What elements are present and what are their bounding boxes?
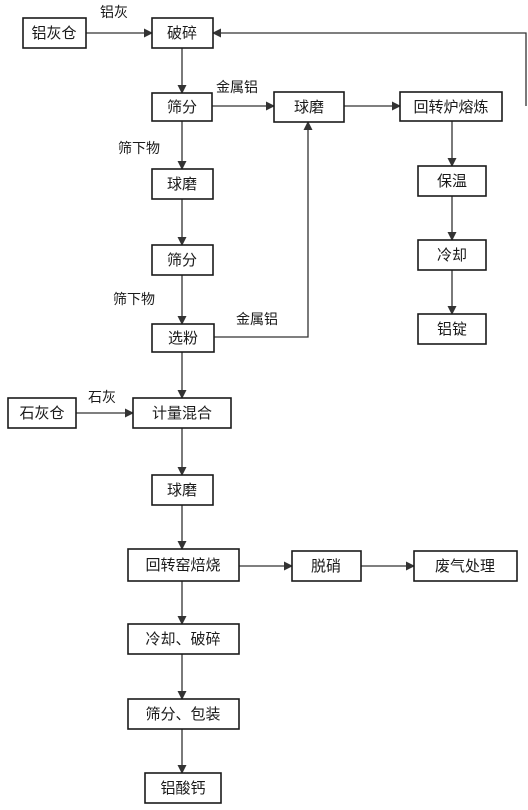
edge-label-shaixiawu-1: 筛下物 [118,141,160,157]
svg-text:筛分: 筛分 [167,251,197,269]
node-qiumo-2: 球磨 [151,168,214,200]
svg-text:球磨: 球磨 [294,98,324,116]
svg-text:回转炉熔炼: 回转炉熔炼 [413,98,488,116]
svg-text:计量混合: 计量混合 [152,404,212,422]
node-lvding: 铝锭 [417,313,487,345]
node-qiumo-3: 球磨 [151,474,214,506]
node-shaifen-baozhuang: 筛分、包装 [127,698,240,730]
svg-text:石灰仓: 石灰仓 [19,404,64,422]
svg-text:废气处理: 废气处理 [435,557,495,575]
svg-text:铝酸钙: 铝酸钙 [160,779,205,797]
svg-text:选粉: 选粉 [168,329,198,347]
node-feiqi-chuli: 废气处理 [413,550,518,582]
edge-label-lvhui: 铝灰 [100,5,128,21]
svg-text:铝灰仓: 铝灰仓 [31,24,76,42]
node-baowen: 保温 [417,165,487,197]
node-shaifen-1: 筛分 [151,92,213,122]
node-lengque-1: 冷却 [417,239,487,271]
edge-label-shaixiawu-2: 筛下物 [113,292,155,308]
edge-label-jinshulv-2: 金属铝 [236,312,278,328]
node-lengque-posui: 冷却、破碎 [127,623,240,655]
svg-text:回转窑焙烧: 回转窑焙烧 [145,556,220,574]
edge-label-shihui: 石灰 [88,390,116,406]
svg-text:冷却: 冷却 [437,246,467,264]
node-shihuicang: 石灰仓 [7,397,77,429]
svg-text:球磨: 球磨 [167,175,197,193]
node-huizhuanyao-beishao: 回转窑焙烧 [127,548,240,582]
svg-text:铝锭: 铝锭 [437,320,467,338]
svg-text:筛分: 筛分 [167,98,197,116]
svg-text:保温: 保温 [437,172,467,190]
node-shaifen-2: 筛分 [151,244,214,276]
node-lvhuicang: 铝灰仓 [22,17,87,49]
node-huizhuanlu-ronglian: 回转炉熔炼 [399,91,503,122]
node-qiumo-1: 球磨 [273,91,345,123]
edge-label-jinshulv-1: 金属铝 [216,80,258,96]
node-tuoxiao: 脱硝 [291,550,362,582]
svg-text:脱硝: 脱硝 [311,557,341,575]
node-xuanfen: 选粉 [151,323,215,353]
svg-text:筛分、包装: 筛分、包装 [145,705,220,723]
svg-text:破碎: 破碎 [167,24,197,42]
edge-huizhuanlu-back-to-posui [212,28,527,106]
node-lvsuangai: 铝酸钙 [144,772,222,804]
edge-xuanfen-to-qiumo1 [214,121,313,338]
svg-text:冷却、破碎: 冷却、破碎 [145,630,220,648]
node-posui: 破碎 [151,17,214,49]
svg-text:球磨: 球磨 [167,481,197,499]
node-jiliang-hunhe: 计量混合 [132,397,232,429]
